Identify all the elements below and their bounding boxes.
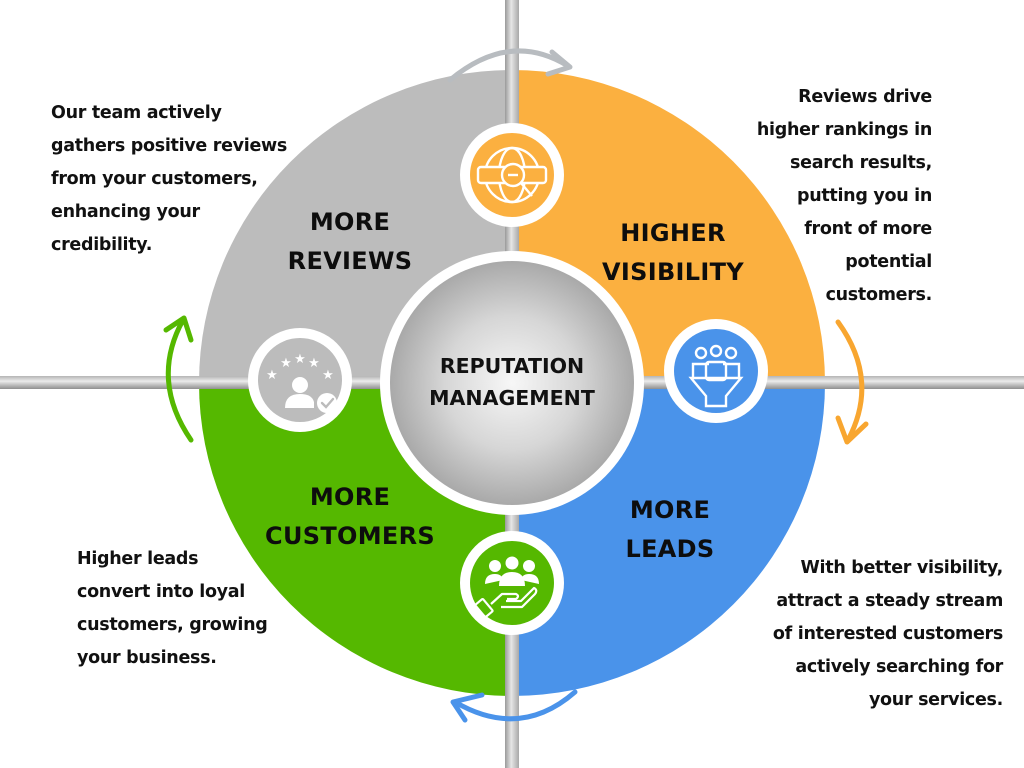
arrow-bottom-icon — [450, 689, 578, 723]
description-visibility: Reviews drive higher rankings in search … — [756, 87, 932, 305]
quadrant-title-reviews: MORE REVIEWS — [287, 208, 413, 275]
svg-text:★: ★ — [294, 352, 306, 367]
globe-search-icon — [460, 123, 564, 227]
arrow-top-icon — [447, 48, 573, 83]
quadrant-title-leads: MORE LEADS — [625, 496, 715, 563]
description-reviews: Our team actively gathers positive revie… — [51, 103, 288, 255]
svg-text:★: ★ — [280, 356, 292, 371]
quadrant-title-visibility: HIGHER VISIBILITY — [602, 219, 744, 286]
center-title-line2: MANAGEMENT — [429, 386, 595, 410]
svg-text:★: ★ — [308, 356, 320, 371]
description-customers: Higher leads convert into loyal customer… — [77, 549, 268, 668]
center-circle — [390, 261, 634, 505]
svg-text:★: ★ — [266, 368, 278, 383]
description-leads: With better visibility, attract a steady… — [772, 558, 1003, 710]
arrow-left-icon — [163, 315, 194, 443]
quadrant-title-customers: MORE CUSTOMERS — [265, 483, 435, 550]
svg-text:★: ★ — [322, 368, 334, 383]
center-title-line1: REPUTATION — [439, 354, 585, 378]
center-title: REPUTATION MANAGEMENT — [400, 350, 624, 414]
arrow-right-icon — [835, 319, 869, 445]
people-funnel-icon — [664, 319, 768, 423]
reviews-stars-person-icon: ★ ★ ★ ★ ★ — [248, 328, 352, 432]
hand-people-icon — [460, 531, 564, 635]
